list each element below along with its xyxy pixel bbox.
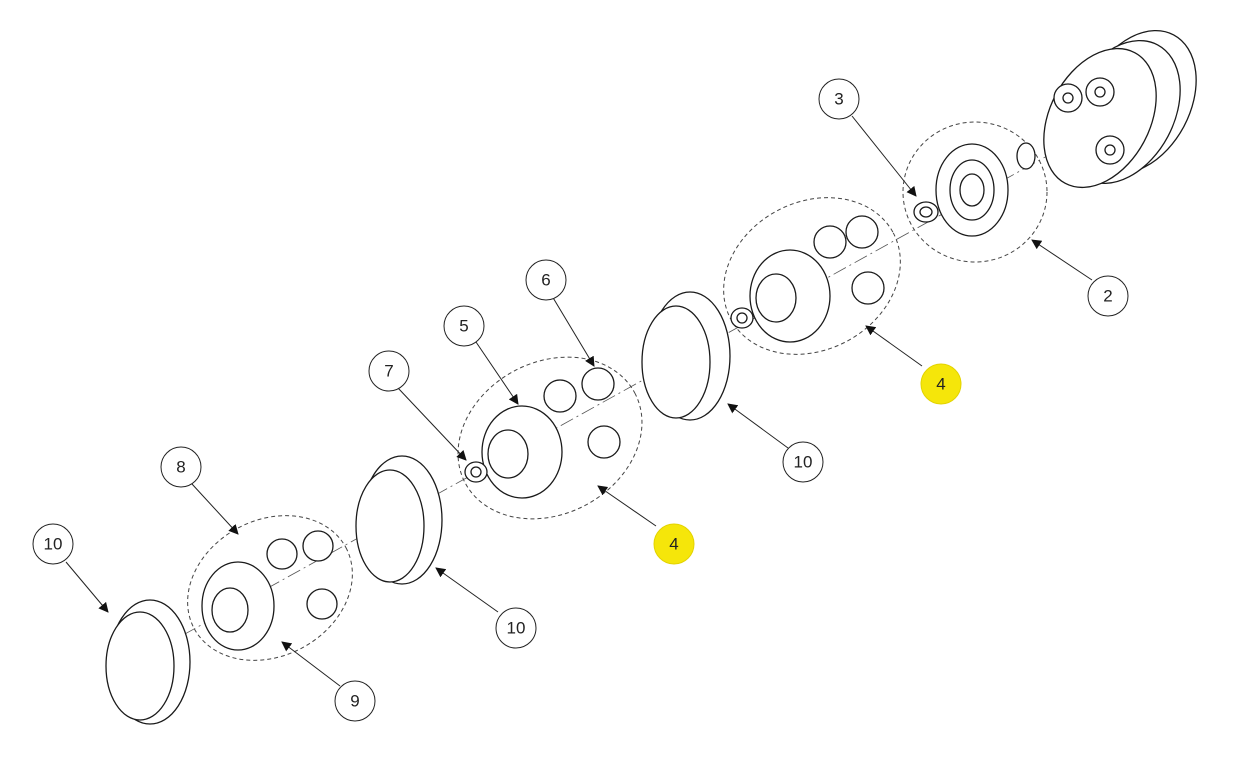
svg-text:4: 4 [669,535,678,554]
svg-text:10: 10 [44,535,63,554]
callout-6: 6 [525,259,567,301]
carrier-part-middle [481,367,621,499]
ring-gear-part-upper [641,291,731,421]
callout-10-lower: 10 [495,607,537,649]
svg-text:10: 10 [794,453,813,472]
highlight-marker [653,523,695,565]
group-outline-8 [187,515,353,661]
leader-lines [65,115,1093,687]
svg-text:2: 2 [1103,287,1112,306]
housing-part [1043,29,1197,189]
svg-text:7: 7 [384,362,393,381]
svg-text:6: 6 [541,271,550,290]
washer-part-upper [730,307,754,329]
callout-10-far-left: 10 [32,523,74,565]
clutch-rotor-part [935,142,1036,237]
callout-2: 2 [1087,275,1129,317]
svg-text:10: 10 [507,619,526,638]
callout-5: 5 [443,305,485,347]
group-outline-2 [902,121,1048,263]
svg-text:5: 5 [459,317,468,336]
svg-text:8: 8 [176,458,185,477]
carrier-part-upper [749,215,885,343]
callout-8: 8 [160,446,202,488]
callout-4-upper: 4 [920,363,962,405]
highlight-marker [920,363,962,405]
washer-part-7 [464,461,488,483]
ring-gear-part-middle [355,455,443,585]
svg-text:3: 3 [834,90,843,109]
callout-3: 3 [818,78,860,120]
callout-9: 9 [334,680,376,722]
callout-4-middle: 4 [653,523,695,565]
group-outline-4-middle [457,356,643,520]
output-carrier-part [201,530,338,651]
callout-10-middle: 10 [782,441,824,483]
washer-part-3 [913,201,939,223]
svg-text:9: 9 [350,692,359,711]
svg-text:4: 4 [936,375,945,394]
ring-gear-part-lower [105,599,191,725]
callout-7: 7 [368,350,410,392]
